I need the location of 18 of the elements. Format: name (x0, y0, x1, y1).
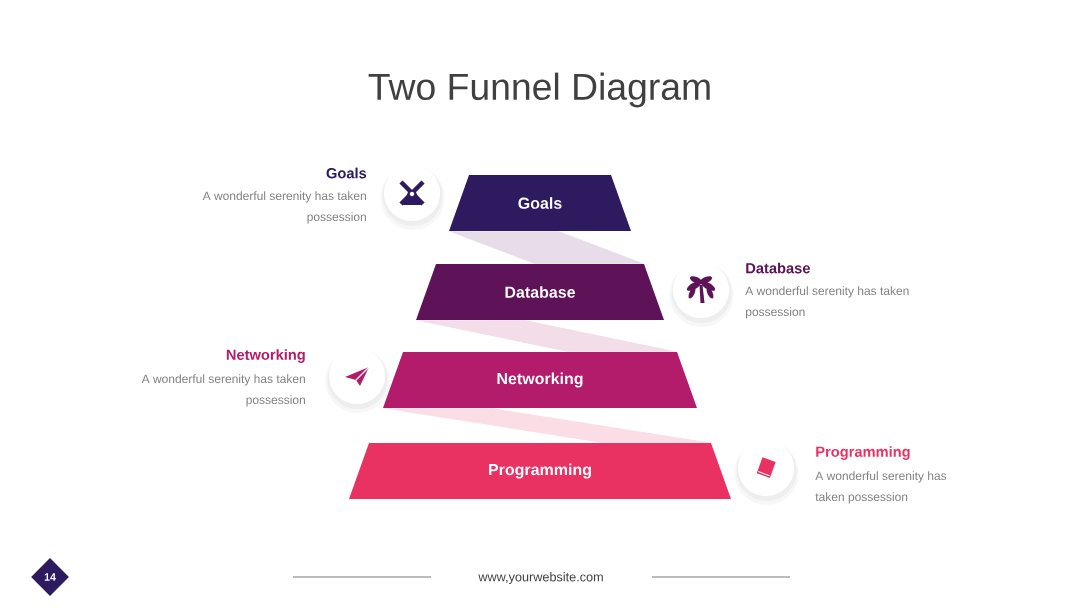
description-text: A wonderful serenity has taken possession (815, 471, 947, 504)
funnel-level: Database (416, 264, 664, 320)
side-heading: Database (746, 262, 810, 274)
funnel-level: Goals (449, 175, 631, 231)
connector-band (448, 231, 645, 264)
funnel-level: Networking (383, 352, 697, 408)
title: Two Funnel Diagram (368, 72, 710, 108)
side-heading: Programming (816, 446, 910, 460)
website-text: www,yourwebsite.com (478, 572, 603, 584)
side-heading: Goals (326, 167, 367, 179)
connector-band (415, 320, 678, 352)
connector-band (382, 408, 712, 443)
page-number-badge: 14 (31, 558, 69, 596)
description-text: A wonderful serenity has taken possession (745, 286, 909, 319)
funnel-level: Programming (349, 443, 731, 499)
description-text: A wonderful serenity has taken possession (202, 191, 366, 224)
side-heading: Networking (226, 349, 305, 363)
description-text: A wonderful serenity has taken possession (141, 374, 305, 407)
